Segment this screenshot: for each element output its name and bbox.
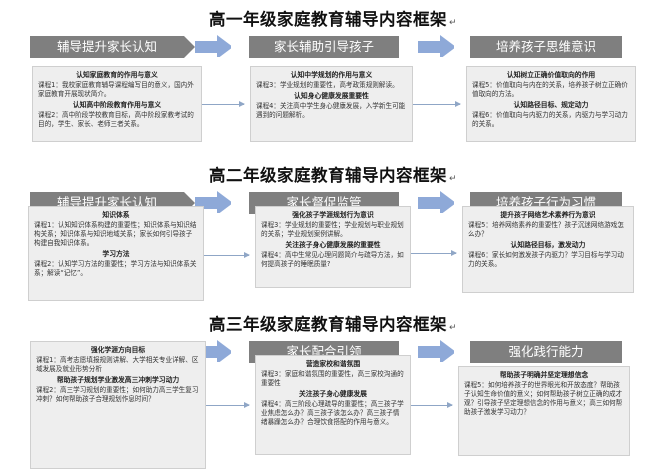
course-description: 课程5：价值取向与内在的关系，培养孩子树立正确价值取向的方法。 [472,81,628,98]
section-title: 高二年级家庭教育辅导内容框架↵ [0,162,666,186]
content-box-2: 强化孩子学涯规划行为意识课程3：学业规划的重要性；学业规划与职业规划的关系；学业… [255,206,411,288]
course-description: 课程1：我校家庭教育辅导课程编写目的意义，国内外家庭教育开展现状简介。 [38,81,194,98]
box-subtitle: 营造家校和谐氛围 [305,360,361,368]
box-subtitle: 知识体系 [102,211,130,219]
course-description: 课程6：家长如何激发孩子内驱力？学习目标与学习动力的关系。 [468,251,624,268]
box-subtitle: 强化学涯方向目标 [90,346,146,354]
section-title: 高三年级家庭教育辅导内容框架↵ [0,311,666,335]
stage-arrow-1 [195,191,231,213]
box-subtitle: 强化孩子学涯规划行为意识 [292,211,374,219]
content-box-1: 认知家庭教育的作用与意义课程1：我校家庭教育辅导课程编写目的意义，国内外家庭教育… [32,66,202,142]
course-description: 课程2：高三学习规划的重要性；如何助力高三学生复习冲刺？如何帮助孩子合理规划作息… [36,386,199,403]
stage-arrow-2 [418,340,454,362]
box-subtitle: 关注孩子身心健康发展 [299,390,367,398]
box-subtitle: 学习方法 [102,250,130,258]
content-box-1: 强化学涯方向目标课程1：高考志愿填报规则讲解、大学相关专业详解、区域发展及就业形… [30,341,206,469]
box-subtitle: 认知家庭教育的作用与意义 [76,71,158,79]
course-description: 课程2：认知学习方法的重要性；学习方法与知识体系关系；解读“记忆”。 [34,260,197,277]
course-description: 课程5：如何培养孩子的世界眼光和开放态度？帮助孩子认知生命价值的意义；如何帮助孩… [464,381,623,416]
course-description: 课程4：高三阶段心理疏导的重要性；高三孩子学业焦虑怎么办？高三孩子该怎么办？高三… [261,400,404,426]
stage-arrow-2 [418,35,454,57]
box-subtitle: 认知路径目标、规定动力 [513,101,589,109]
flow-connector-2 [411,402,453,408]
stage-header-1: 辅导提升家长认知 [30,36,184,58]
course-description: 课程1：认知知识体系构建的重要性；知识体系与知识结构关系；知识体系与知识地域关系… [34,221,197,247]
section-title-text: 高一年级家庭教育辅导内容框架 [208,10,447,29]
box-subtitle: 帮助孩子规划学业激发高三冲刺学习动力 [56,376,180,384]
header-chevron [184,36,195,58]
box-subtitle: 认知身心健康发展重要性 [294,92,369,100]
box-subtitle: 认知中学规划的作用与意义 [290,71,373,79]
flow-connector-1 [206,402,250,408]
box-subtitle: 认知树立正确价值取向的作用 [506,71,596,79]
content-box-2: 认知中学规划的作用与意义课程3：学业规划的重要性，高考政策规则解读。认知身心健康… [250,66,413,142]
section-title-text: 高二年级家庭教育辅导内容框架 [208,166,447,185]
stage-header-3: 培养孩子思维意识 [470,36,622,58]
section-title-text: 高三年级家庭教育辅导内容框架 [208,315,447,334]
content-box-3: 帮助孩子明确并坚定理想信念课程5：如何培养孩子的世界眼光和开放态度？帮助孩子认知… [458,366,630,456]
box-subtitle: 提升孩子网络艺术素养行为意识 [500,211,596,219]
content-box-3: 认知树立正确价值取向的作用课程5：价值取向与内在的关系，培养孩子树立正确价值取向… [466,66,636,142]
flow-connector-2 [413,101,461,107]
course-description: 课程4：关注高中学生身心健康发展，入学新生可能遇到的问题解析。 [256,102,406,119]
flow-connector-1 [204,252,250,258]
content-box-2: 营造家校和谐氛围课程3：家庭和谐氛围的重要性，高三家校沟通的重要性关注孩子身心健… [255,355,411,455]
section-title-mark: ↵ [448,323,458,333]
header-chevron [184,192,195,214]
box-subtitle: 帮助孩子明确并坚定理想信念 [499,371,589,379]
box-subtitle: 认知高中阶段教育作用与意义 [72,101,162,109]
course-description: 课程3：学业规划的重要性，高考政策规则解读。 [256,81,399,89]
section-title-mark: ↵ [448,174,458,184]
content-box-3: 提升孩子网络艺术素养行为意识课程5：培养网络素养的重要性？孩子沉迷网络游戏怎么办… [462,206,634,293]
course-description: 课程1：高考志愿填报规则讲解、大学相关专业详解、区域发展及就业形势分析 [36,356,199,373]
course-description: 课程4：高中生常见心理问题简介与疏导方法，如何提高孩子的睡眠质量? [261,251,404,268]
box-subtitle: 认知路径目标，激发动力 [510,241,586,249]
flow-connector-1 [202,101,245,107]
box-subtitle: 关注孩子身心健康发展的重要性 [285,241,381,249]
course-description: 课程3：学业规划的重要性；学业规划与职业规划的关系；学业规划案例讲解。 [261,221,404,238]
stage-arrow-1 [195,35,231,57]
section-title-mark: ↵ [448,18,458,28]
course-description: 课程6：价值取向与内驱力的关系，内驱力与学习动力的关系。 [472,111,628,128]
stage-header-2: 家长辅助引导孩子 [249,36,399,58]
stage-arrow-2 [418,191,454,213]
course-description: 课程3：家庭和谐氛围的重要性，高三家校沟通的重要性 [261,370,404,387]
content-box-1: 知识体系课程1：认知知识体系构建的重要性；知识体系与知识结构关系；知识体系与知识… [28,206,204,301]
course-description: 课程5：培养网络素养的重要性？孩子沉迷网络游戏怎么办？ [468,221,624,238]
stage-header-3: 强化践行能力 [470,341,622,363]
section-title: 高一年级家庭教育辅导内容框架↵ [0,6,666,30]
course-description: 课程2：高中阶段学校教育目标，高中阶段家教考试的目的，学生、家长、老师三者关系。 [38,111,194,128]
flow-connector-2 [411,250,457,256]
